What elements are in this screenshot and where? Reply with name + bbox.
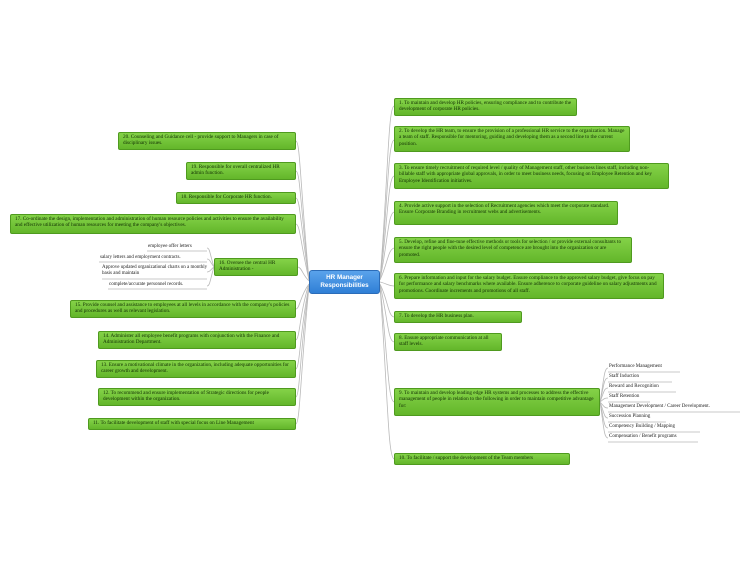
node-20[interactable]: 20. Counseling and Guidance cell - provi… xyxy=(118,132,296,150)
node-16[interactable]: 16. Oversee the central HR Administratio… xyxy=(214,258,298,276)
leaf-employee-offer-letters[interactable]: employee offer letters xyxy=(148,244,192,249)
node-1[interactable]: 1. To maintain and develop HR policies, … xyxy=(394,98,577,116)
leaf-performance-management[interactable]: Performance Management xyxy=(609,364,662,369)
node-5[interactable]: 5. Develop, refine and fine-tune effecti… xyxy=(394,237,632,263)
central-topic-line2: Responsibilities xyxy=(320,282,369,289)
node-14[interactable]: 14. Administer all employee benefit prog… xyxy=(98,331,296,349)
node-8[interactable]: 8. Ensure appropriate communication at a… xyxy=(394,333,502,351)
node-4[interactable]: 4. Provide active support in the selecti… xyxy=(394,201,618,225)
node-10[interactable]: 10. To facilitate / support the developm… xyxy=(394,453,570,465)
leaf-compensation-benefits[interactable]: Compensation / Benefit programs xyxy=(609,434,677,439)
leaf-reward-recognition[interactable]: Reward and Recognition xyxy=(609,384,659,389)
leaf-succession-planning[interactable]: Succession Planning xyxy=(609,414,651,419)
node-6[interactable]: 6. Prepare information and input for the… xyxy=(394,273,664,299)
node-13[interactable]: 13. Ensure a motivational climate in the… xyxy=(96,360,296,378)
node-7[interactable]: 7. To develop the HR business plan. xyxy=(394,311,522,323)
leaf-management-development[interactable]: Management Development / Career Developm… xyxy=(609,404,710,409)
leaf-staff-induction[interactable]: Staff Induction xyxy=(609,374,640,379)
node-17[interactable]: 17. Co-ordinate the design, implementati… xyxy=(10,214,296,234)
node-3[interactable]: 3. To ensure timely recruitment of requi… xyxy=(394,163,669,189)
central-topic-line1: HR Manager xyxy=(326,274,363,281)
leaf-personnel-records[interactable]: complete/accurate personnel records. xyxy=(109,282,184,287)
leaf-salary-letters[interactable]: salary letters and employment contracts. xyxy=(100,255,181,260)
node-19[interactable]: 19. Responsible for overall centralized … xyxy=(186,162,296,180)
node-11[interactable]: 11. To facilitate development of staff w… xyxy=(88,418,296,430)
leaf-staff-retention[interactable]: Staff Retention xyxy=(609,394,640,399)
leaf-org-charts[interactable]: Approve updated organizational charts on… xyxy=(102,265,208,276)
node-18[interactable]: 18. Responsible for Corporate HR functio… xyxy=(176,192,296,204)
node-12[interactable]: 12. To recommend and ensure implementati… xyxy=(98,388,296,406)
node-9[interactable]: 9. To maintain and develop leading edge … xyxy=(394,388,600,416)
central-topic[interactable]: HR Manager Responsibilities xyxy=(309,270,380,294)
node-15[interactable]: 15. Provide counsel and assistance to em… xyxy=(70,300,296,318)
leaf-competency-building[interactable]: Competency Building / Mapping xyxy=(609,424,675,429)
node-2[interactable]: 2. To develop the HR team, to ensure the… xyxy=(394,126,630,152)
